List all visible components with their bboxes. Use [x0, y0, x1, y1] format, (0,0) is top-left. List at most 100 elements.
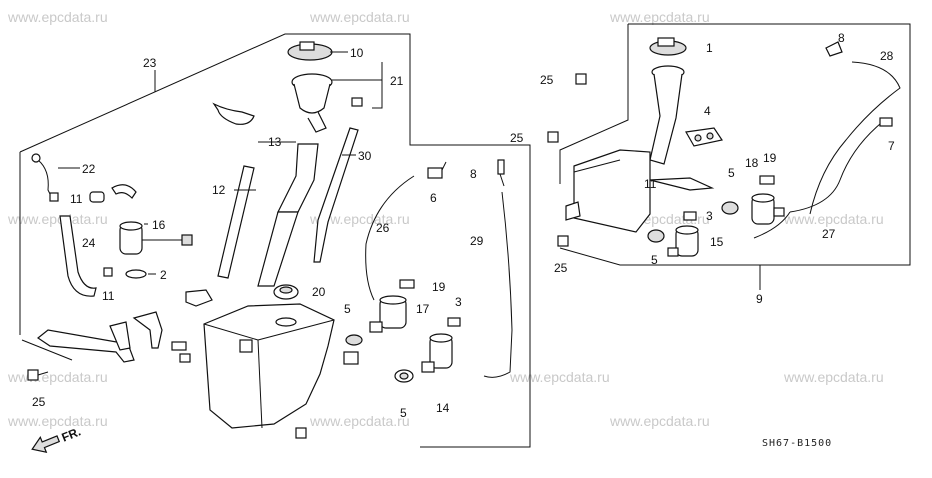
part-connector-3-left[interactable] — [447, 317, 461, 327]
callout-8: 8 — [470, 167, 477, 181]
part-neck-right[interactable] — [649, 65, 685, 165]
callout-22: 22 — [82, 162, 96, 176]
part-clip-upper[interactable] — [111, 184, 137, 199]
watermark: www.epcdata.ru — [783, 369, 884, 385]
part-tank-right[interactable] — [565, 149, 715, 233]
diagram-code: SH67-B1500 — [762, 438, 832, 449]
watermark: www.epcdata.ru — [509, 369, 610, 385]
part-seal-5-right-lower[interactable] — [647, 229, 665, 243]
watermark: www.epcdata.ru — [7, 211, 108, 227]
watermark: www.epcdata.ru — [7, 413, 108, 429]
part-bracket-4[interactable] — [685, 127, 723, 147]
callout-17: 17 — [416, 302, 430, 316]
watermark: www.epcdata.ru — [309, 9, 410, 25]
part-hose-28[interactable] — [809, 61, 901, 215]
callout-6: 6 — [430, 191, 437, 205]
part-tank-left[interactable] — [203, 303, 335, 429]
callout-28: 28 — [880, 49, 894, 63]
front-indicator: FR. — [31, 424, 83, 453]
part-tank-cap[interactable] — [287, 41, 348, 61]
callout-16: 16 — [152, 218, 166, 232]
watermark: www.epcdata.ru — [609, 413, 710, 429]
callout-3: 3 — [455, 295, 462, 309]
watermark: www.epcdata.ru — [7, 369, 108, 385]
callout-26: 26 — [376, 221, 390, 235]
part-hose-30[interactable] — [313, 127, 359, 263]
part-clamp-upper[interactable] — [212, 102, 255, 125]
callout-14: 14 — [436, 401, 450, 415]
part-grommet-5-left[interactable] — [394, 369, 414, 383]
callout-10: 10 — [350, 46, 364, 60]
part-grommet-20[interactable] — [273, 284, 299, 300]
callout-9: 9 — [756, 292, 763, 306]
part-filler-pipe-13[interactable] — [257, 141, 319, 287]
callout-15: 15 — [710, 235, 724, 249]
part-bolt-25-lower-right[interactable] — [557, 235, 569, 247]
callout-25: 25 — [554, 261, 568, 275]
part-connector-3-right[interactable] — [683, 211, 697, 221]
watermark: www.epcdata.ru — [7, 9, 108, 25]
callout-19: 19 — [432, 280, 446, 294]
callout-27: 27 — [822, 227, 836, 241]
part-hose-12[interactable] — [217, 165, 256, 279]
part-bolt-25-upper[interactable] — [575, 73, 587, 85]
callout-1: 1 — [706, 41, 713, 55]
part-pump-17[interactable] — [369, 295, 407, 333]
part-bracket-small[interactable] — [185, 289, 213, 307]
left-group-border — [21, 339, 73, 361]
callout-2: 2 — [160, 268, 167, 282]
callout-7: 7 — [888, 139, 895, 153]
part-hose-27[interactable] — [753, 123, 881, 239]
part-connector-19-left[interactable] — [399, 279, 415, 289]
watermark: www.epcdata.ru — [609, 9, 710, 25]
part-hose-29[interactable] — [483, 191, 513, 378]
callout-30: 30 — [358, 149, 372, 163]
part-clip-8-center[interactable] — [497, 159, 505, 187]
part-hose-26[interactable] — [365, 175, 415, 301]
right-group-border — [628, 23, 911, 266]
part-seal-2[interactable] — [125, 269, 156, 279]
part-pump-16[interactable] — [119, 221, 193, 255]
callout-21: 21 — [390, 74, 404, 88]
callout-5: 5 — [344, 302, 351, 316]
callout-23: 23 — [143, 56, 157, 70]
part-pump-14[interactable] — [421, 333, 453, 373]
right-group-outline — [559, 23, 911, 290]
part-nozzle-22[interactable] — [31, 153, 80, 195]
part-grommet-11b[interactable] — [103, 267, 113, 277]
part-seal-left[interactable] — [343, 334, 363, 365]
part-pump-18[interactable] — [751, 193, 785, 225]
part-bolt-25-mid[interactable] — [547, 131, 559, 143]
watermark: www.epcdata.ru — [309, 211, 410, 227]
callout-5: 5 — [651, 253, 658, 267]
right-group-border — [559, 24, 629, 184]
part-bolt-25-left[interactable] — [27, 369, 49, 381]
callout-13: 13 — [268, 135, 282, 149]
part-bolt-lower[interactable] — [295, 427, 307, 439]
part-pump-15[interactable] — [667, 225, 699, 257]
callout-20: 20 — [312, 285, 326, 299]
left-group-outline — [19, 33, 531, 448]
callout-18: 18 — [745, 156, 759, 170]
watermark: www.epcdata.ru — [309, 413, 410, 429]
callout-19: 19 — [763, 151, 777, 165]
callout-4: 4 — [704, 104, 711, 118]
part-grommet-11a[interactable] — [49, 191, 105, 203]
part-connector-19-right[interactable] — [759, 175, 775, 185]
callout-29: 29 — [470, 234, 484, 248]
callout-labels: 23 10 21 13 30 12 22 11 16 24 2 11 20 6 … — [32, 31, 895, 420]
part-hose-24[interactable] — [59, 215, 97, 297]
part-fitting-6[interactable] — [427, 161, 447, 179]
part-clip-8-right[interactable] — [825, 41, 843, 57]
part-bracket-large[interactable] — [36, 311, 191, 363]
part-filler-neck-21[interactable] — [291, 62, 383, 133]
callout-5: 5 — [728, 166, 735, 180]
part-seal-5-right-upper[interactable] — [721, 201, 739, 215]
callout-11: 11 — [644, 177, 657, 191]
right-group-border — [559, 247, 795, 266]
part-cap-1[interactable] — [649, 37, 687, 56]
callout-25: 25 — [510, 131, 524, 145]
part-fitting-7[interactable] — [879, 117, 893, 127]
callout-3: 3 — [706, 209, 713, 223]
